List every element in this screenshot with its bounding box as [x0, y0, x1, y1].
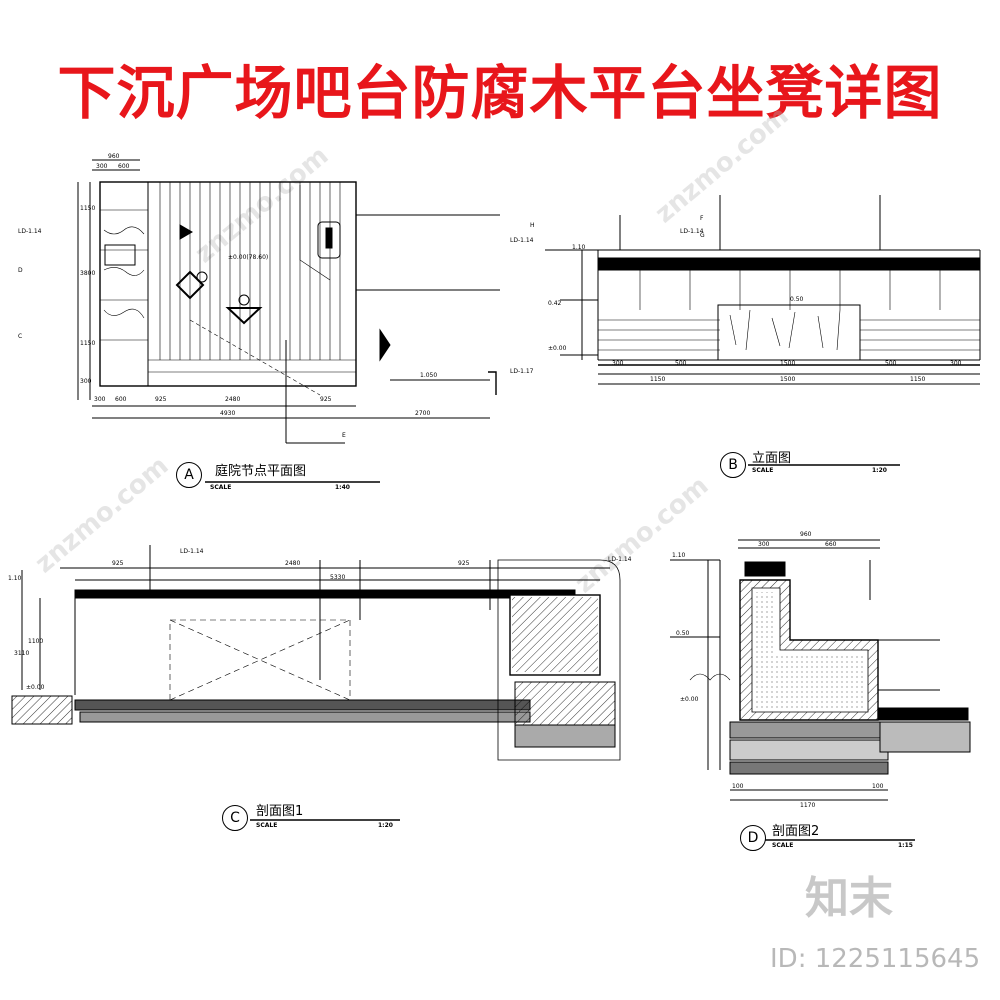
scale-word-b: SCALE	[752, 467, 774, 474]
ref-a-ld117: LD-1.17	[510, 368, 534, 375]
view-mark-b: B	[720, 452, 746, 478]
dim-c-top-3: 925	[458, 560, 470, 567]
dim-a-left-4: 300	[80, 378, 92, 385]
level-d-base: ±0.00	[680, 696, 699, 703]
view-label-d: 剖面图2	[772, 824, 820, 839]
section-view-c	[11, 545, 621, 761]
view-label-a: 庭院节点平面图	[215, 464, 307, 479]
section-view-d	[670, 539, 971, 801]
view-label-c: 剖面图1	[256, 804, 304, 819]
level-c-base: ±0.00	[26, 684, 45, 691]
scale-word-c: SCALE	[256, 822, 278, 829]
scale-word-d: SCALE	[772, 842, 794, 849]
dim-b-total-3: 1150	[910, 376, 926, 383]
ref-a-ld114-right: LD-1.14	[510, 237, 534, 244]
dim-a-top-1: 960	[108, 153, 120, 160]
ref-b-g: G	[700, 232, 705, 239]
view-mark-d: D	[740, 825, 766, 851]
scale-word-a: SCALE	[210, 484, 232, 491]
level-b-mid: 0.42	[548, 300, 562, 307]
dim-a-top-3: 600	[118, 163, 130, 170]
dim-a-bottom-2: 600	[115, 396, 127, 403]
elevation-view-b	[545, 195, 981, 385]
dim-c-top-2: 2480	[285, 560, 301, 567]
dim-c-top-1: 925	[112, 560, 124, 567]
level-a-center: ±0.00(78.60)	[228, 254, 269, 261]
dim-b-bottom-3: 1500	[780, 360, 796, 367]
dim-b-bottom-4: 500	[885, 360, 897, 367]
ref-b-ld114: LD-1.14	[680, 228, 704, 235]
dim-d-top-2: 300	[758, 541, 770, 548]
ref-b-h: H	[530, 222, 535, 229]
dim-c-left-1: 1100	[28, 638, 44, 645]
level-a-right: 1.050	[420, 372, 438, 379]
dim-b-bottom-2: 500	[675, 360, 687, 367]
dim-a-bottom-3: 925	[155, 396, 167, 403]
watermark-id: ID: 1225115645	[770, 944, 981, 974]
scale-value-a: 1:40	[335, 484, 350, 491]
dim-c-total: 5330	[330, 574, 346, 581]
dim-a-left-3: 1150	[80, 340, 96, 347]
watermark-logo: 知末	[805, 873, 893, 924]
page-title: 下沉广场吧台防腐木平台坐凳详图	[57, 59, 943, 127]
level-b-top: 1.10	[572, 244, 586, 251]
ref-a-c: C	[18, 333, 23, 340]
level-c-top: 1.10	[8, 575, 22, 582]
dim-d-top-1: 960	[800, 531, 812, 538]
dim-d-top-3: 660	[825, 541, 837, 548]
scale-value-c: 1:20	[378, 822, 393, 829]
dim-b-total-1: 1150	[650, 376, 666, 383]
dim-a-left-1: 1150	[80, 205, 96, 212]
dim-b-total-2: 1500	[780, 376, 796, 383]
plan-view-a	[77, 159, 500, 444]
dim-a-bottom-1: 300	[94, 396, 106, 403]
dim-d-bottom-1: 100	[732, 783, 744, 790]
ref-b-f: F	[700, 215, 704, 222]
view-mark-c: C	[222, 805, 248, 831]
dim-b-bottom-5: 300	[950, 360, 962, 367]
dim-a-right: 2700	[415, 410, 431, 417]
dim-d-bottom-2: 1170	[800, 802, 816, 809]
level-b-seat: 0.50	[790, 296, 804, 303]
ref-a-e: E	[342, 432, 346, 439]
scale-value-b: 1:20	[872, 467, 887, 474]
dim-a-bottom-5: 925	[320, 396, 332, 403]
dim-a-top-2: 300	[96, 163, 108, 170]
level-d-top: 1.10	[672, 552, 686, 559]
dim-a-total: 4930	[220, 410, 236, 417]
view-mark-a: A	[176, 462, 202, 488]
scale-value-d: 1:15	[898, 842, 913, 849]
ref-a-ld114: LD-1.14	[18, 228, 42, 235]
dim-b-bottom-1: 300	[612, 360, 624, 367]
ref-c-ld114-right: LD-1.14	[608, 556, 632, 563]
ref-a-d: D	[18, 267, 23, 274]
view-label-b: 立面图	[752, 451, 792, 466]
dim-a-left-2: 3800	[80, 270, 96, 277]
level-b-base: ±0.00	[548, 345, 567, 352]
dim-c-left-2: 3110	[14, 650, 30, 657]
level-d-seat: 0.50	[676, 630, 690, 637]
ref-c-ld114: LD-1.14	[180, 548, 204, 555]
dim-d-bottom-3: 100	[872, 783, 884, 790]
dim-a-bottom-4: 2480	[225, 396, 241, 403]
